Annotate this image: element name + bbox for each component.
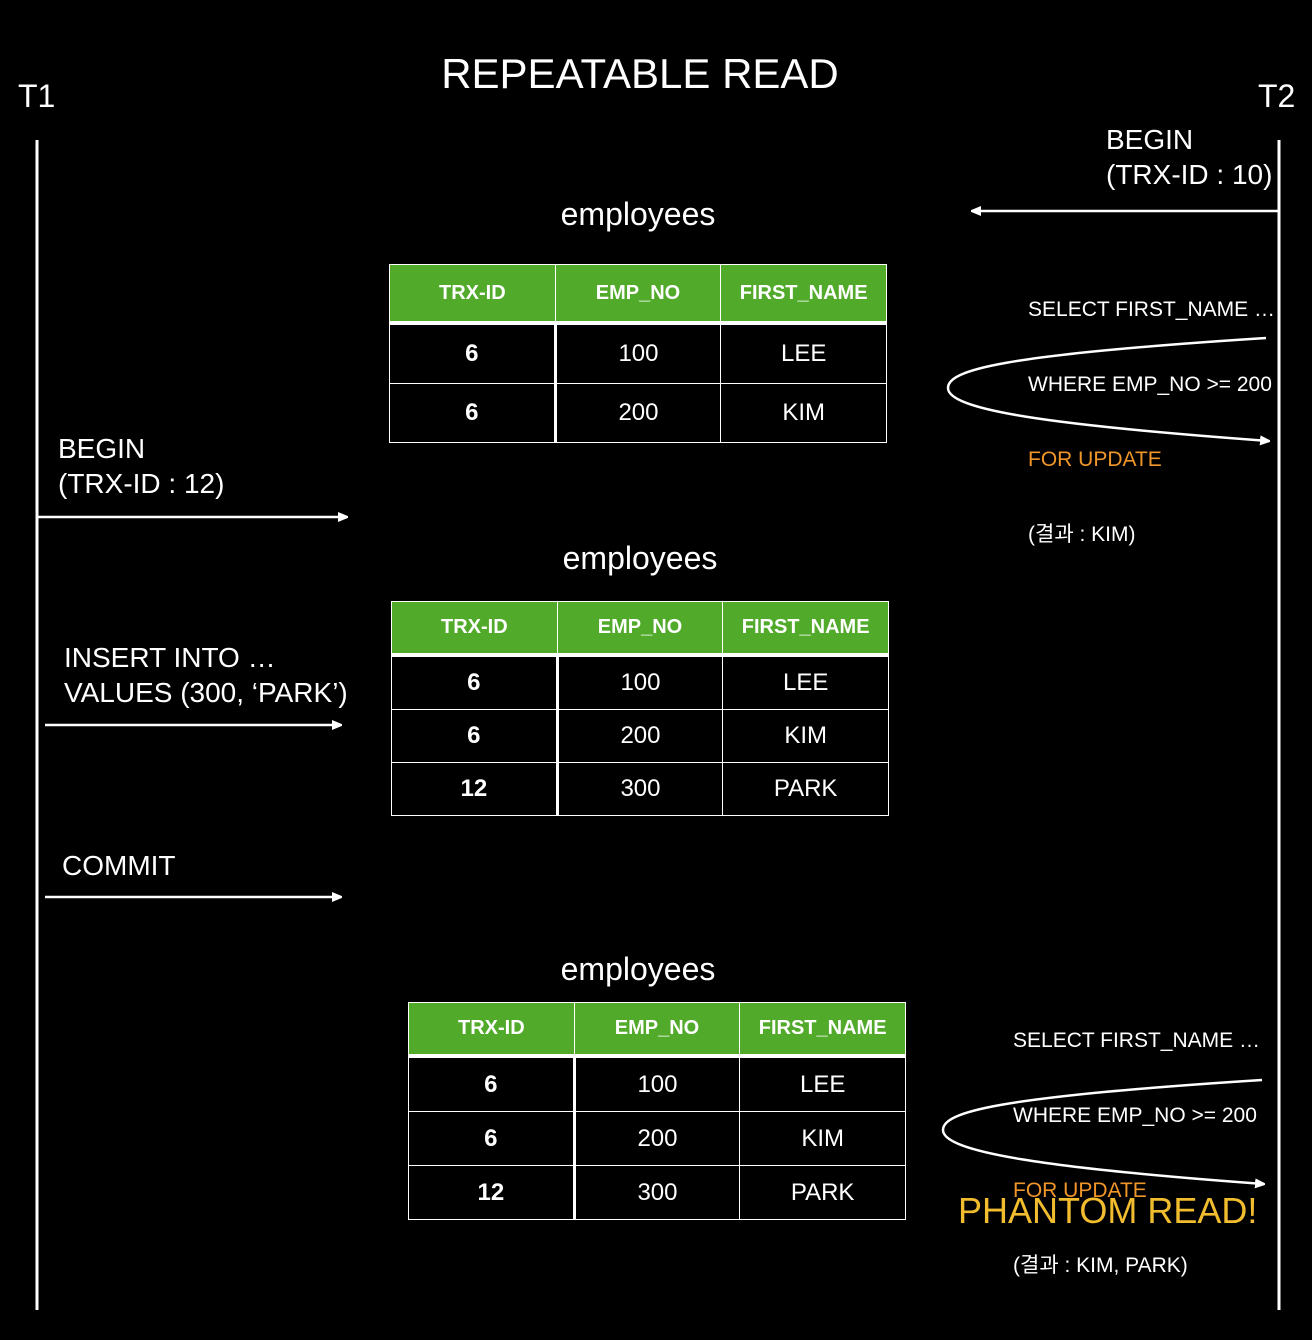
table-cell: 6: [391, 709, 559, 763]
query1-result: (결과 : KIM): [1028, 523, 1136, 546]
column-header: TRX-ID: [389, 264, 556, 325]
column-header: FIRST_NAME: [720, 264, 887, 325]
column-header: FIRST_NAME: [722, 601, 889, 657]
query2-line2: WHERE EMP_NO >= 200: [1013, 1104, 1257, 1127]
t1-insert-label: INSERT INTO … VALUES (300, ‘PARK’): [64, 642, 348, 708]
t1-label: T1: [18, 78, 56, 114]
table-cell: 200: [556, 709, 724, 763]
column-header: EMP_NO: [556, 601, 724, 657]
query1-line2: WHERE EMP_NO >= 200: [1028, 373, 1272, 396]
query1-loop-arrow: [946, 336, 1269, 441]
table-cell: PARK: [739, 1165, 906, 1220]
table-cell: LEE: [739, 1055, 906, 1112]
table3-name: employees: [560, 951, 716, 987]
table-cell: 100: [556, 654, 724, 710]
column-header: TRX-ID: [391, 601, 558, 657]
table-cell: 100: [554, 322, 722, 384]
table-cell: KIM: [720, 383, 887, 443]
query2-result: (결과 : KIM, PARK): [1013, 1254, 1188, 1277]
query2-for-update: FOR UPDATE: [1013, 1179, 1147, 1202]
table-cell: 200: [554, 383, 722, 443]
table-cell: LEE: [720, 322, 887, 384]
query2-text: SELECT FIRST_NAME … WHERE EMP_NO >= 200 …: [1013, 978, 1260, 1303]
table-cell: 6: [389, 322, 557, 384]
diagram-title: REPEATABLE READ: [441, 50, 839, 97]
phantom-read-label: PHANTOM READ!: [958, 1190, 1258, 1231]
t1-commit-label: COMMIT: [62, 850, 176, 881]
query1-line1: SELECT FIRST_NAME …: [1028, 298, 1275, 321]
table1-name: employees: [560, 196, 716, 232]
t2-begin-label: BEGIN (TRX-ID : 10): [1106, 124, 1273, 190]
table-cell: PARK: [722, 762, 889, 816]
table-cell: KIM: [739, 1111, 906, 1166]
table2-name: employees: [562, 540, 718, 576]
table-cell: KIM: [722, 709, 889, 763]
query2-loop-arrow: [941, 1078, 1264, 1184]
query1-text: SELECT FIRST_NAME … WHERE EMP_NO >= 200 …: [1028, 247, 1275, 572]
t1-begin-label: BEGIN (TRX-ID : 12): [58, 433, 225, 499]
t2-label: T2: [1258, 78, 1296, 114]
column-header: FIRST_NAME: [739, 1002, 906, 1058]
table-cell: 12: [391, 762, 559, 816]
query2-line1: SELECT FIRST_NAME …: [1013, 1029, 1260, 1052]
table-cell: 300: [556, 762, 724, 816]
table-cell: 6: [408, 1111, 576, 1166]
query1-for-update: FOR UPDATE: [1028, 448, 1162, 471]
table-cell: 6: [408, 1055, 576, 1112]
table-cell: 100: [573, 1055, 741, 1112]
table-cell: 200: [573, 1111, 741, 1166]
column-header: EMP_NO: [554, 264, 722, 325]
table-cell: LEE: [722, 654, 889, 710]
table-cell: 12: [408, 1165, 576, 1220]
column-header: EMP_NO: [573, 1002, 741, 1058]
table-cell: 6: [389, 383, 557, 443]
column-header: TRX-ID: [408, 1002, 575, 1058]
table-cell: 6: [391, 654, 559, 710]
table-cell: 300: [573, 1165, 741, 1220]
